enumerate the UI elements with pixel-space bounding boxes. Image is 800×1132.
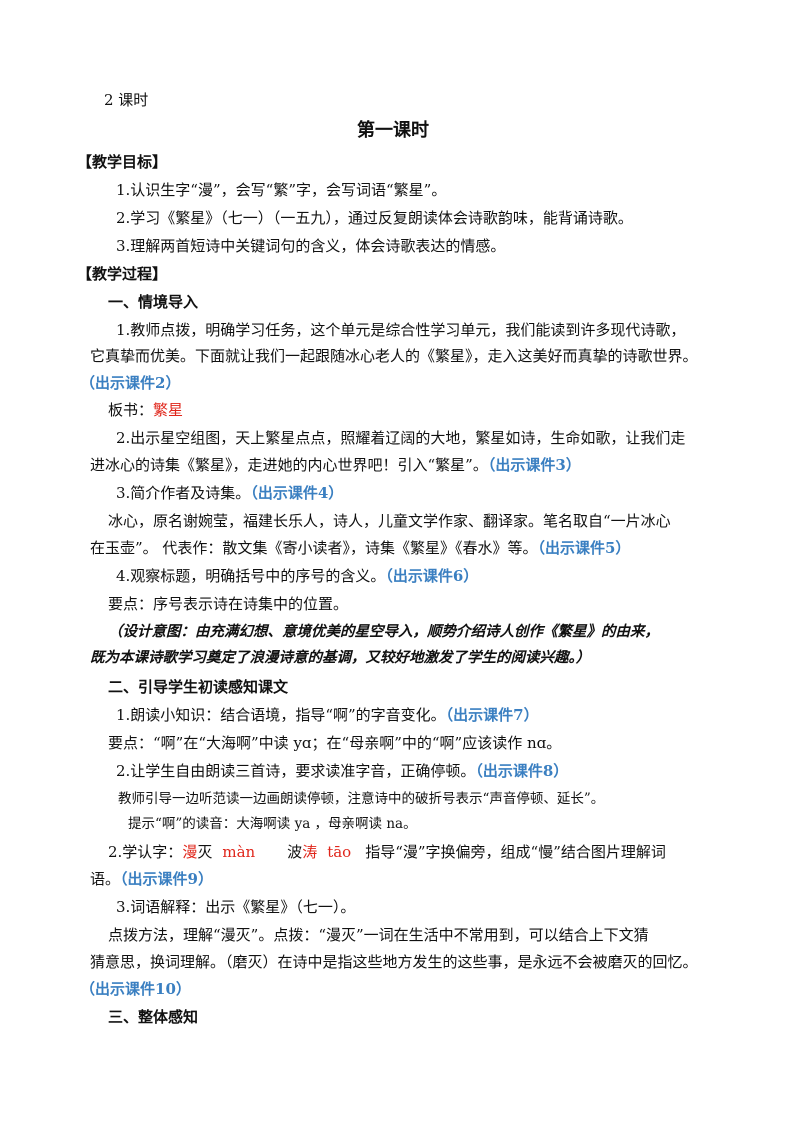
teacher-note: 教师引导一边听范读一边画朗读停顿，注意诗中的破折号表示“声音停顿、延长”。 — [118, 791, 605, 807]
goal-item: 1.认识生字“漫”，会写“繁”字，会写词语“繁星”。 — [116, 181, 447, 199]
paragraph-text: 语。 — [90, 870, 121, 888]
goals-heading: 【教学目标】 — [77, 153, 168, 171]
paragraph-line: 冰心，原名谢婉莹，福建长乐人，诗人，儿童文学作家、翻译家。笔名取自“一片冰心 — [108, 512, 671, 530]
teacher-note: 提示“啊”的读音：大海啊读 ya ，母亲啊读 na。 — [128, 816, 417, 832]
page-title: 第一课时 — [357, 120, 429, 141]
character-text: 灭 — [197, 843, 213, 861]
character-text: 波 — [287, 843, 303, 861]
courseware-cue: （出示课件6） — [385, 567, 479, 585]
lesson-count: 2 课时 — [104, 91, 149, 109]
paragraph-line: 3.词语解释：出示《繁星》（七一）。 — [116, 898, 356, 916]
courseware-cue: （出示课件2） — [80, 374, 181, 392]
courseware-cue: （出示课件5） — [537, 539, 631, 557]
paragraph-text: 1.朗读小知识：结合语境，指导“啊”的字音变化。 — [116, 706, 446, 724]
design-intent: （设计意图：由充满幻想、意境优美的星空导入，顺势介绍诗人创作《繁星》的由来， — [108, 622, 659, 642]
pinyin: màn — [222, 843, 256, 861]
paragraph-text: 4.观察标题，明确括号中的序号的含义。 — [116, 567, 386, 585]
process-heading: 【教学过程】 — [77, 265, 168, 283]
courseware-cue: （出示课件4） — [250, 484, 344, 502]
courseware-cue: （出示课件7） — [445, 706, 539, 724]
courseware-cue: （出示课件3） — [487, 456, 581, 474]
paragraph-line: 1.朗读小知识：结合语境，指导“啊”的字音变化。（出示课件7） — [116, 705, 539, 725]
section-heading: 三、整体感知 — [108, 1008, 199, 1026]
courseware-cue: （出示课件8） — [475, 762, 569, 780]
paragraph-text: 进冰心的诗集《繁星》，走进她的内心世界吧！引入“繁星”。 — [90, 456, 488, 474]
courseware-cue: （出示课件10） — [80, 980, 191, 998]
paragraph-line: 猜意思，换词理解。（磨灭）在诗中是指这些地方发生的这些事，是永远不会被磨灭的回忆… — [90, 953, 698, 971]
paragraph-line: 进冰心的诗集《繁星》，走进她的内心世界吧！引入“繁星”。（出示课件3） — [90, 455, 581, 475]
character-label: 2.学认字： — [108, 843, 183, 861]
highlight-character: 涛 — [302, 843, 318, 861]
board-line: 板书：繁星 — [108, 400, 183, 420]
section-heading: 一、情境导入 — [108, 293, 199, 311]
paragraph-line: 语。（出示课件9） — [90, 869, 213, 889]
paragraph-text: 2.让学生自由朗读三首诗，要求读准字音，正确停顿。 — [116, 762, 476, 780]
paragraph-text: 在玉壶”。 代表作：散文集《寄小读者》，诗集《繁星》《春水》等。 — [90, 539, 538, 557]
highlight-character: 漫 — [182, 843, 198, 861]
paragraph-line: 它真挚而优美。下面就让我们一起跟随冰心老人的《繁星》，走入这美好而真挚的诗歌世界… — [90, 347, 698, 365]
paragraph-text: 3.简介作者及诗集。 — [116, 484, 251, 502]
paragraph-line: 1.教师点拨，明确学习任务，这个单元是综合性学习单元，我们能读到许多现代诗歌， — [116, 321, 686, 339]
paragraph-line: 2.出示星空组图，天上繁星点点，照耀着辽阔的大地，繁星如诗，生命如歌，让我们走 — [116, 429, 686, 447]
paragraph-line: 点拨方法，理解“漫灭”。点拨：“漫灭”一词在生活中不常用到，可以结合上下文猜 — [108, 926, 649, 944]
paragraph-text: 指导“漫”字换偏旁，组成“慢”结合图片理解词 — [365, 843, 666, 861]
key-point: 要点：“啊”在“大海啊”中读 yɑ；在“母亲啊”中的“啊”应该读作 nɑ。 — [108, 734, 562, 752]
design-text: 由充满幻想、意境优美的星空导入，顺势介绍诗人创作《繁星》的由来， — [195, 623, 659, 640]
character-line: 2.学认字：漫灭 màn 波涛 tāo 指导“漫”字换偏旁，组成“慢”结合图片理解词 — [108, 842, 666, 862]
goal-item: 2.学习《繁星》（七一）（一五九），通过反复朗读体会诗歌韵味，能背诵诗歌。 — [116, 209, 633, 227]
paragraph-line: 4.观察标题，明确括号中的序号的含义。（出示课件6） — [116, 566, 478, 586]
goal-item: 3.理解两首短诗中关键词句的含义，体会诗歌表达的情感。 — [116, 237, 506, 255]
paragraph-line: 3.简介作者及诗集。（出示课件4） — [116, 483, 343, 503]
key-point: 要点：序号表示诗在诗集中的位置。 — [108, 595, 349, 613]
design-label: （设计意图： — [108, 623, 195, 640]
pinyin: tāo — [327, 843, 352, 861]
board-label: 板书： — [108, 401, 154, 419]
paragraph-line: 2.让学生自由朗读三首诗，要求读准字音，正确停顿。（出示课件8） — [116, 761, 568, 781]
paragraph-line: 在玉壶”。 代表作：散文集《寄小读者》，诗集《繁星》《春水》等。（出示课件5） — [90, 538, 630, 558]
section-heading: 二、引导学生初读感知课文 — [108, 678, 289, 696]
courseware-cue: （出示课件9） — [120, 870, 213, 888]
design-intent-cont: 既为本课诗歌学习奠定了浪漫诗意的基调，又较好地激发了学生的阅读兴趣。） — [90, 649, 591, 666]
board-value: 繁星 — [153, 401, 184, 419]
